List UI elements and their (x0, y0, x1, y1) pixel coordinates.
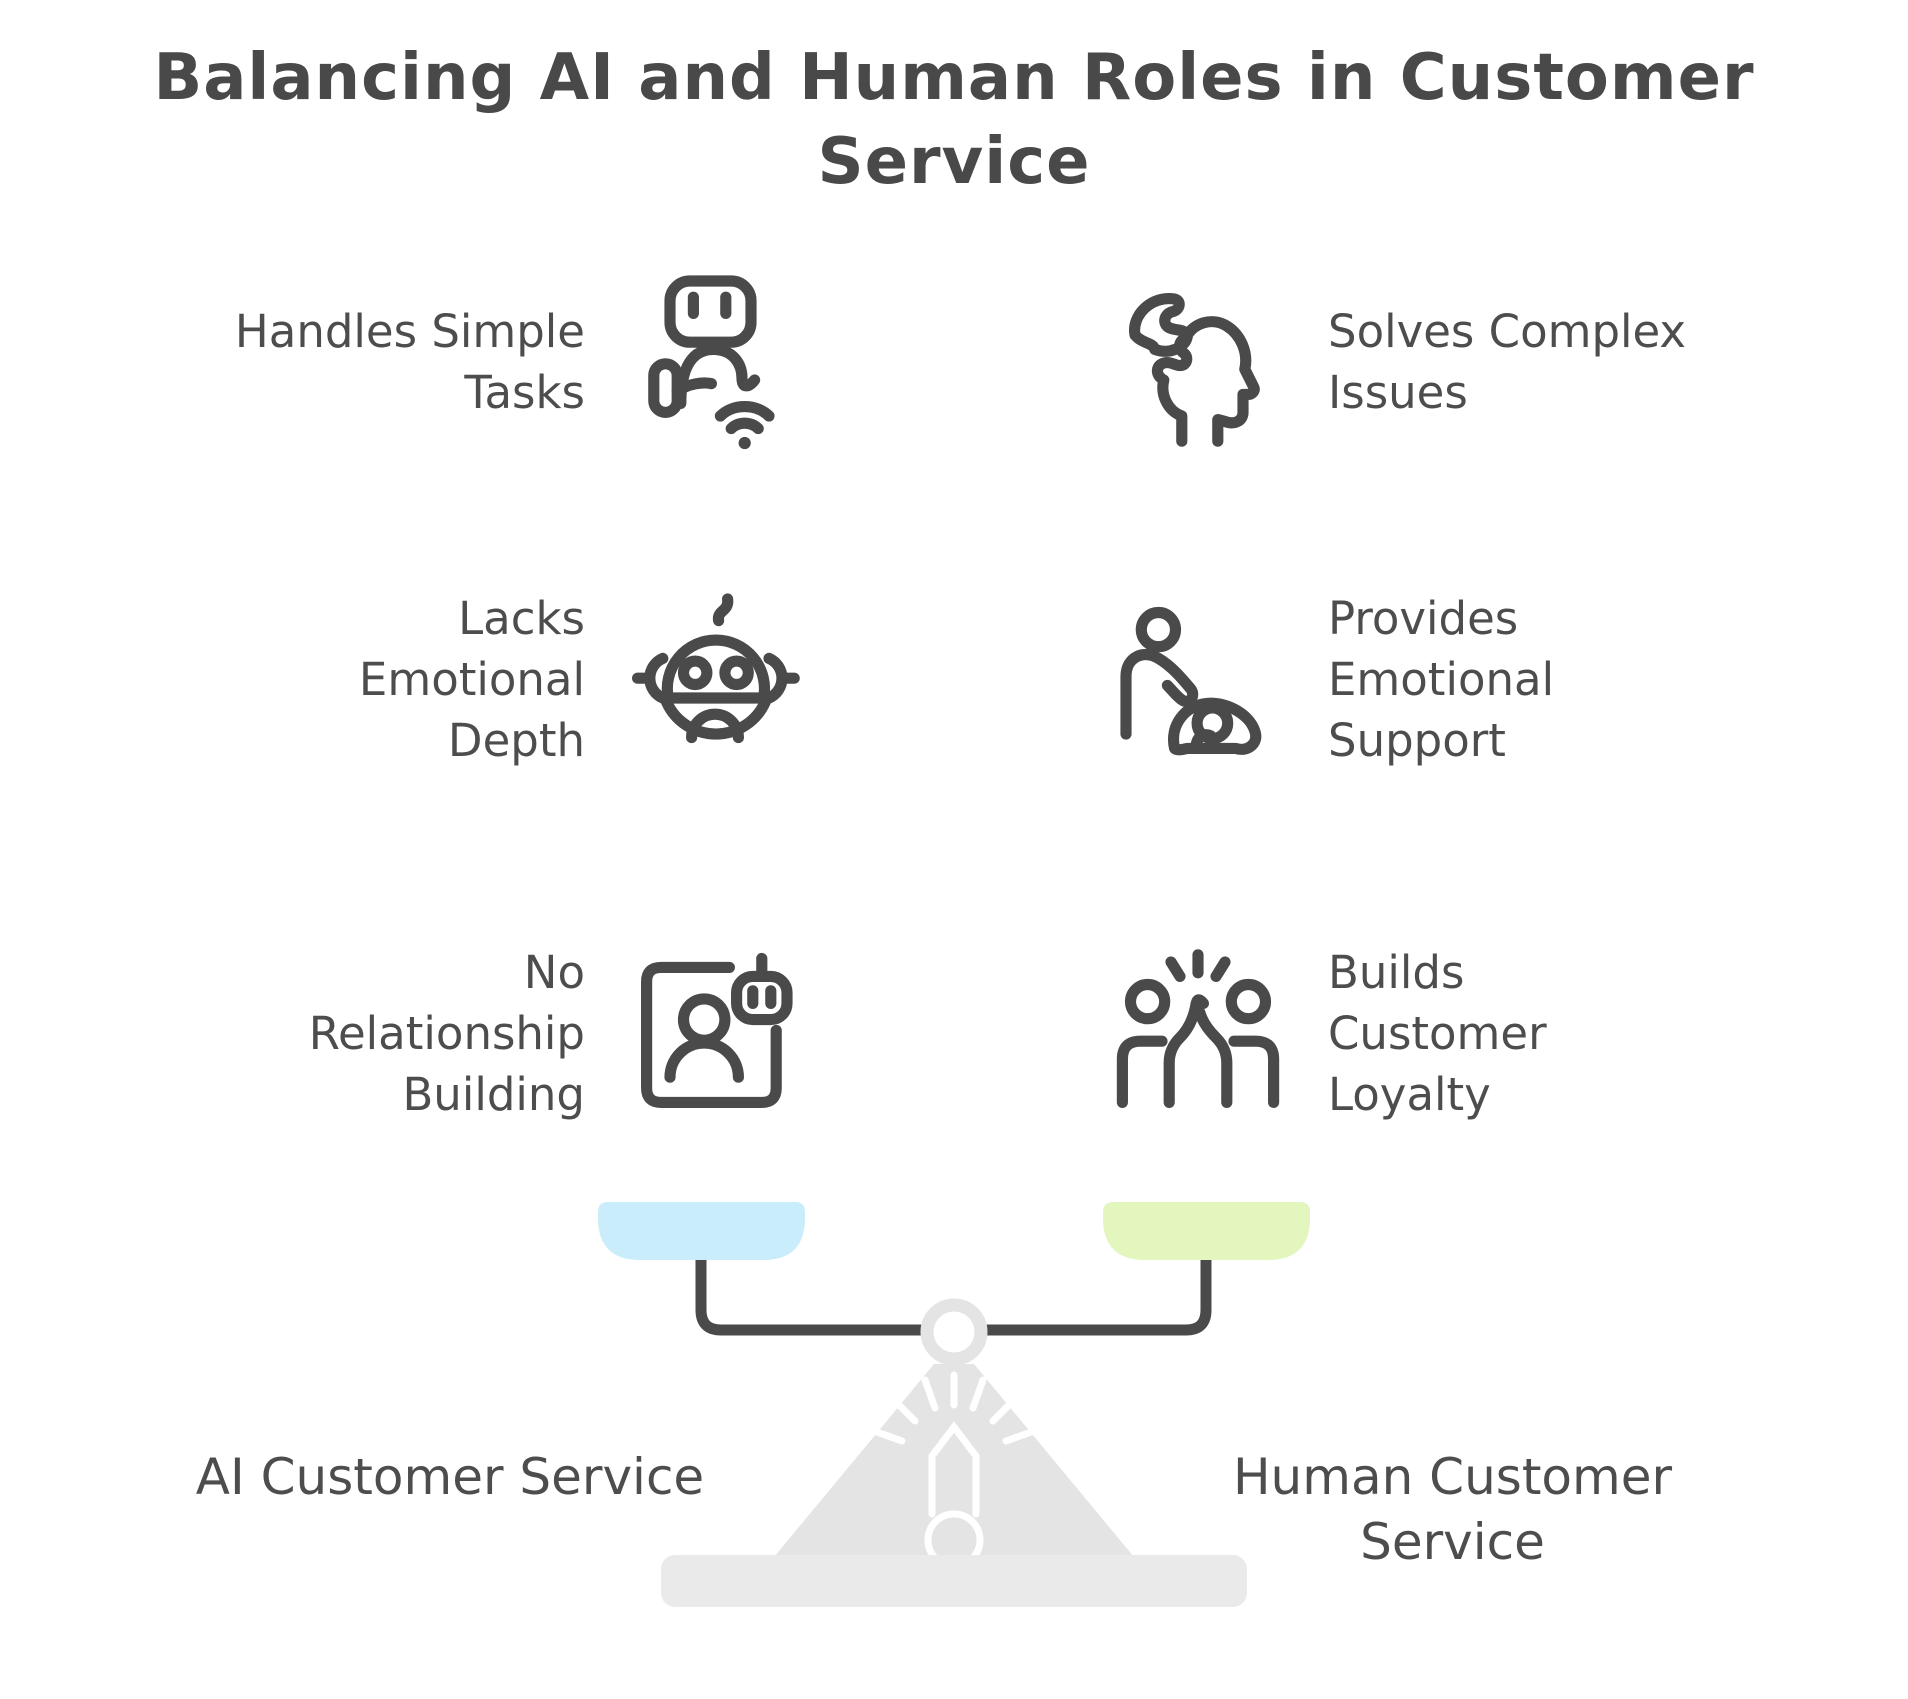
feature-label: Lacks Emotional Depth (358, 592, 585, 768)
scale-pedestal (774, 1364, 1134, 1557)
feature-solves-complex-issues: Solves Complex Issues (1108, 272, 1878, 452)
ai-side-label: AI Customer Service (195, 1448, 705, 1506)
feature-handles-simple-tasks: Handles Simple Tasks (70, 272, 805, 452)
robot-baby-face-icon (632, 593, 800, 743)
feature-no-relationship-building: No Relationship Building (70, 942, 805, 1126)
feature-lacks-emotional-depth: Lacks Emotional Depth (70, 588, 805, 772)
feature-label: Handles Simple Tasks (234, 304, 585, 419)
feature-provides-emotional-support: Provides Emotional Support (1108, 588, 1878, 772)
high-five-icon (1116, 949, 1280, 1108)
scale-base (661, 1555, 1247, 1607)
robot-wifi-icon (648, 275, 775, 450)
feature-builds-customer-loyalty: Builds Customer Loyalty (1108, 942, 1878, 1126)
human-pan (1103, 1202, 1310, 1260)
feature-label: Provides Emotional Support (1328, 592, 1555, 768)
emotional-support-icon (1120, 606, 1262, 756)
page-title: Balancing AI and Human Roles in Customer… (153, 41, 1755, 200)
scale-pivot-ring (920, 1298, 988, 1366)
head-puzzle-icon (1129, 293, 1260, 447)
feature-label: Solves Complex Issues (1328, 304, 1687, 419)
balance-scale (598, 1202, 1310, 1607)
feature-label: No Relationship Building (308, 946, 585, 1122)
ai-pan (598, 1202, 805, 1260)
robot-profile-card-icon (641, 952, 793, 1108)
human-side-label: Human Customer Service (1232, 1448, 1673, 1571)
feature-label: Builds Customer Loyalty (1328, 946, 1547, 1122)
